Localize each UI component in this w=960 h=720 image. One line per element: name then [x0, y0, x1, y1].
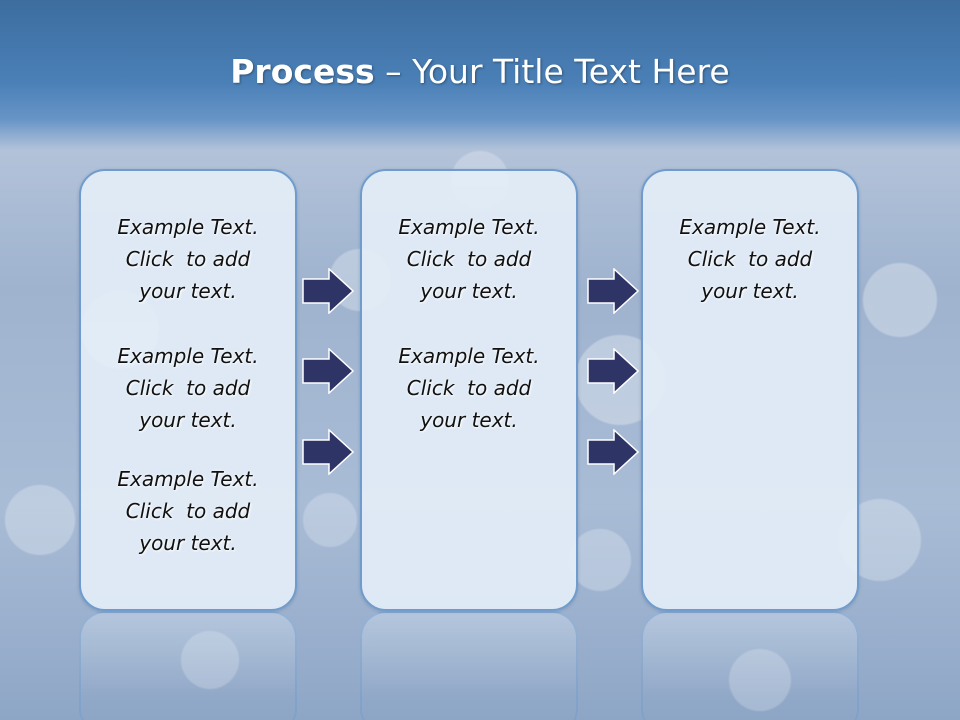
text-line: your text. — [139, 408, 237, 432]
text-line: Example Text. — [398, 344, 540, 368]
text-block[interactable]: Example Text. Click to add your text. — [643, 211, 857, 307]
process-box-3[interactable]: Example Text. Click to add your text. — [641, 169, 859, 611]
text-block[interactable]: Example Text. Click to add your text. — [81, 463, 295, 559]
text-line: Example Text. — [117, 467, 259, 491]
slide-title[interactable]: Process – Your Title Text Here — [0, 52, 960, 91]
box-reflection — [360, 611, 578, 720]
right-arrow-icon — [587, 429, 639, 475]
text-line: Example Text. — [117, 215, 259, 239]
title-band — [0, 0, 960, 150]
text-block[interactable]: Example Text. Click to add your text. — [81, 211, 295, 307]
right-arrow-icon — [587, 268, 639, 314]
text-line: Click to add — [406, 376, 532, 400]
process-box-1[interactable]: Example Text. Click to add your text. Ex… — [79, 169, 297, 611]
text-line: Click to add — [125, 376, 251, 400]
right-arrow-icon — [302, 268, 354, 314]
text-line: Example Text. — [398, 215, 540, 239]
text-line: your text. — [701, 279, 799, 303]
box-reflection — [79, 611, 297, 720]
text-line: Click to add — [125, 499, 251, 523]
title-rest: – Your Title Text Here — [374, 52, 730, 91]
text-line: your text. — [139, 531, 237, 555]
text-line: Click to add — [687, 247, 813, 271]
text-line: your text. — [420, 408, 518, 432]
right-arrow-icon — [587, 348, 639, 394]
text-line: Click to add — [125, 247, 251, 271]
process-box-2[interactable]: Example Text. Click to add your text. Ex… — [360, 169, 578, 611]
text-line: your text. — [420, 279, 518, 303]
text-line: Example Text. — [117, 344, 259, 368]
box-reflection — [641, 611, 859, 720]
text-block[interactable]: Example Text. Click to add your text. — [362, 340, 576, 436]
right-arrow-icon — [302, 348, 354, 394]
right-arrow-icon — [302, 429, 354, 475]
title-strong: Process — [230, 52, 375, 91]
text-block[interactable]: Example Text. Click to add your text. — [362, 211, 576, 307]
text-line: your text. — [139, 279, 237, 303]
text-block[interactable]: Example Text. Click to add your text. — [81, 340, 295, 436]
text-line: Example Text. — [679, 215, 821, 239]
text-line: Click to add — [406, 247, 532, 271]
